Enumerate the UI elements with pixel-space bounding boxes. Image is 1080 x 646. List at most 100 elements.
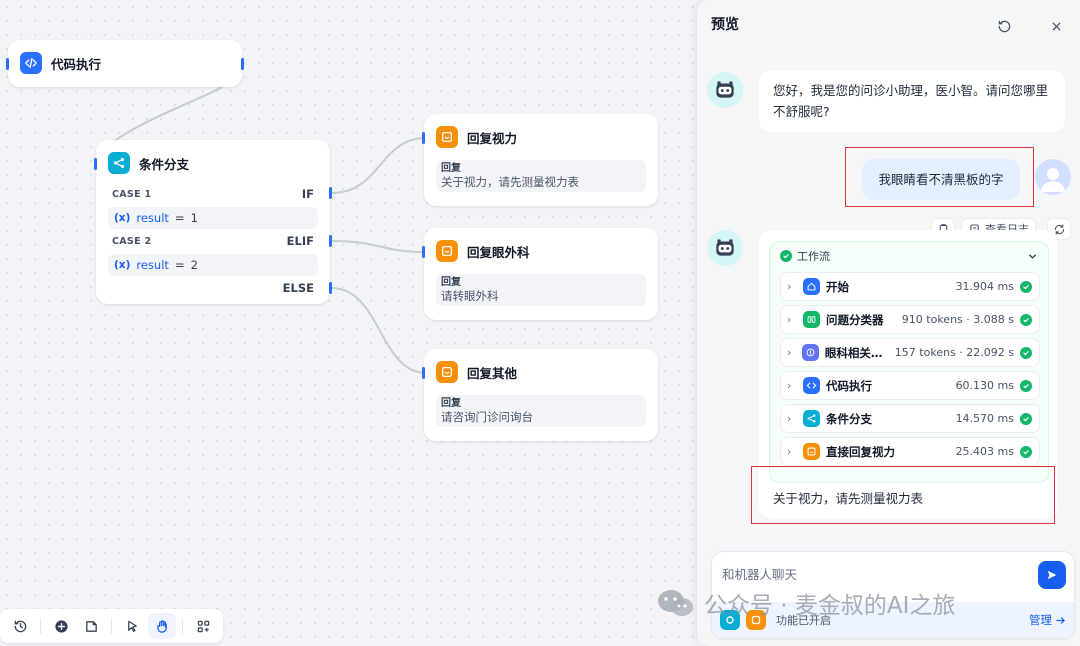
condition-row[interactable]: (x) result = 1 bbox=[108, 207, 318, 229]
toolbar-divider bbox=[182, 618, 183, 634]
close-icon[interactable] bbox=[1046, 16, 1066, 36]
reply-content: 回复 请咨询门诊问询台 bbox=[436, 395, 646, 427]
condition-variable: result bbox=[136, 258, 169, 272]
code-icon bbox=[20, 52, 42, 74]
manage-link[interactable]: 管理 bbox=[1029, 612, 1066, 628]
chevron-down-icon[interactable] bbox=[1027, 251, 1038, 262]
elif-handle[interactable] bbox=[329, 235, 332, 247]
feature-icon bbox=[746, 610, 766, 630]
output-handle[interactable] bbox=[241, 58, 244, 70]
pointer-icon[interactable] bbox=[118, 613, 146, 639]
send-icon bbox=[1047, 570, 1057, 580]
check-circle-icon bbox=[1020, 379, 1032, 392]
chevron-right-icon: › bbox=[787, 346, 792, 359]
send-button[interactable] bbox=[1038, 561, 1066, 589]
else-keyword: ELSE bbox=[282, 281, 314, 295]
user-avatar bbox=[1035, 159, 1071, 195]
bot-answer: 关于视力，请先测量视力表 bbox=[773, 491, 924, 506]
chat-input-box: 功能已开启 管理 bbox=[711, 551, 1075, 639]
add-note-icon[interactable] bbox=[77, 613, 105, 639]
input-handle[interactable] bbox=[422, 132, 425, 144]
workflow-step[interactable]: › 代码执行 60.130 ms bbox=[780, 371, 1040, 400]
condition-operator: = bbox=[174, 258, 185, 272]
workflow-label: 工作流 bbox=[797, 250, 830, 263]
step-meta: 910 tokens · 3.088 s bbox=[901, 313, 1014, 326]
bot-message: 您好，我是您的问诊小助理，医小智。请问您哪里不舒服呢? bbox=[759, 70, 1065, 132]
if-handle[interactable] bbox=[329, 187, 332, 199]
check-circle-icon bbox=[1020, 280, 1032, 293]
canvas-toolbar bbox=[0, 609, 223, 643]
variable-icon: (x) bbox=[114, 212, 131, 224]
condition-operator: = bbox=[174, 211, 185, 225]
step-name: 眼科相关LLM bbox=[824, 345, 889, 360]
node-title: 回复视力 bbox=[467, 130, 518, 146]
hand-icon[interactable] bbox=[148, 613, 176, 639]
input-handle[interactable] bbox=[422, 367, 425, 379]
node-title: 回复眼外科 bbox=[467, 244, 530, 260]
auto-layout-icon[interactable] bbox=[189, 613, 217, 639]
else-handle[interactable] bbox=[329, 282, 332, 294]
history-icon[interactable] bbox=[6, 613, 34, 639]
node-title: 回复其他 bbox=[467, 365, 518, 381]
branch-node[interactable]: 条件分支 CASE 1 IF (x) result = 1 CASE 2 ELI… bbox=[94, 140, 332, 304]
branch-icon bbox=[803, 410, 820, 427]
reply-content: 回复 关于视力，请先测量视力表 bbox=[436, 160, 646, 192]
edge-else-to-reply3 bbox=[331, 287, 427, 374]
case-keyword: ELIF bbox=[286, 234, 314, 248]
case-keyword: IF bbox=[301, 187, 314, 201]
step-meta: 31.904 ms bbox=[955, 280, 1014, 293]
toolbar-divider bbox=[40, 618, 41, 634]
reply-value: 请转眼外科 bbox=[441, 289, 499, 303]
reply-vision-node[interactable]: 回复视力 回复 关于视力，请先测量视力表 bbox=[422, 114, 658, 206]
workflow-canvas[interactable]: 代码执行 条件分支 CASE 1 IF (x) result = 1 CASE … bbox=[0, 0, 700, 646]
edge-if-to-reply1 bbox=[331, 137, 427, 194]
input-handle[interactable] bbox=[6, 58, 9, 70]
panel-title: 预览 bbox=[711, 17, 739, 33]
arrow-right-icon bbox=[1056, 616, 1066, 624]
chevron-right-icon: › bbox=[787, 379, 792, 392]
restart-icon[interactable] bbox=[994, 16, 1014, 36]
edges-layer bbox=[107, 86, 427, 374]
node-title: 代码执行 bbox=[51, 56, 102, 72]
chevron-right-icon: › bbox=[787, 445, 792, 458]
bot-avatar bbox=[707, 230, 743, 266]
step-name: 开始 bbox=[826, 279, 849, 294]
step-name: 代码执行 bbox=[826, 378, 872, 393]
reply-content: 回复 请转眼外科 bbox=[436, 274, 646, 306]
step-name: 条件分支 bbox=[826, 411, 872, 426]
manage-label: 管理 bbox=[1029, 613, 1052, 627]
reply-key: 回复 bbox=[441, 398, 461, 409]
reply-icon bbox=[803, 443, 820, 460]
workflow-step[interactable]: ›眼科相关LLM157 tokens · 22.092 s bbox=[780, 338, 1040, 367]
reply-icon bbox=[436, 240, 458, 262]
add-node-icon[interactable] bbox=[47, 613, 75, 639]
condition-row[interactable]: (x) result = 2 bbox=[108, 254, 318, 276]
workflow-header[interactable]: 工作流 bbox=[780, 248, 1038, 264]
node-title: 条件分支 bbox=[139, 156, 190, 172]
check-circle-icon bbox=[1020, 445, 1032, 458]
variable-icon: (x) bbox=[114, 259, 131, 271]
step-meta: 25.403 ms bbox=[955, 445, 1014, 458]
condition-value: 2 bbox=[190, 258, 198, 272]
reply-other-node[interactable]: 回复其他 回复 请咨询门诊问询台 bbox=[422, 349, 658, 441]
check-circle-icon bbox=[1020, 313, 1032, 326]
code-node[interactable]: 代码执行 bbox=[6, 40, 244, 87]
bot-avatar bbox=[707, 72, 743, 108]
classifier-icon bbox=[803, 311, 820, 328]
input-handle[interactable] bbox=[422, 246, 425, 258]
reply-key: 回复 bbox=[441, 277, 461, 288]
check-circle-icon bbox=[1020, 412, 1032, 425]
reply-eye-surgery-node[interactable]: 回复眼外科 回复 请转眼外科 bbox=[422, 228, 658, 320]
step-meta: 60.130 ms bbox=[955, 379, 1014, 392]
chat-input[interactable] bbox=[722, 562, 1022, 586]
edge-code-to-branch bbox=[107, 86, 223, 147]
step-meta: 14.570 ms bbox=[955, 412, 1014, 425]
check-circle-icon bbox=[1020, 346, 1032, 359]
input-handle[interactable] bbox=[94, 158, 97, 170]
